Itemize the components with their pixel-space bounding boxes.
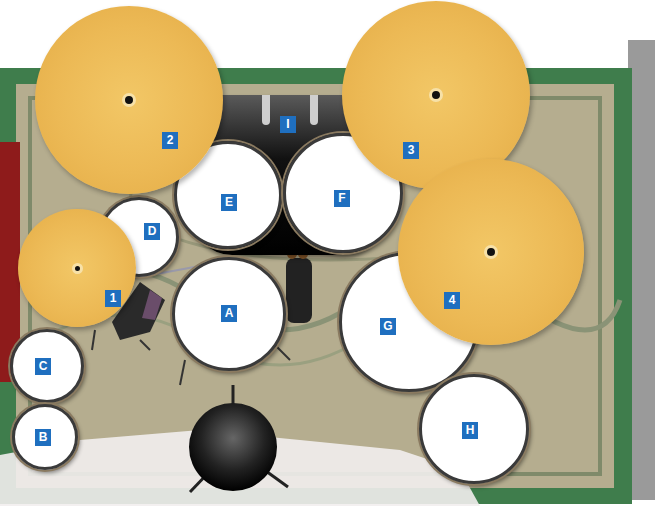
callout-letter: A — [221, 305, 237, 322]
kick-pedal — [286, 249, 312, 323]
callout-letter: I — [280, 116, 296, 133]
cymbal-bell — [122, 93, 136, 107]
cymbal-bell — [484, 245, 498, 259]
cymbal-bell — [429, 88, 443, 102]
tom-mount — [310, 95, 318, 125]
callout-letter: E — [221, 194, 237, 211]
drum-circle: A — [172, 257, 286, 371]
callout-letter: F — [334, 190, 350, 207]
cymbal: 2 — [35, 6, 223, 194]
callout-letter: B — [35, 429, 51, 446]
callout-letter: 1 — [105, 290, 121, 307]
drum-circle: B — [12, 404, 78, 470]
callout-letter: H — [462, 422, 478, 439]
drum-stool — [189, 385, 288, 492]
callout-letter: 3 — [403, 142, 419, 159]
drum-circle: C — [10, 329, 84, 403]
shadow — [628, 40, 655, 500]
cymbal-bell — [72, 263, 83, 274]
callout-letter: G — [380, 318, 396, 335]
cymbal: 1 — [18, 209, 136, 327]
drum-circle: H — [419, 374, 529, 484]
callout-letter: D — [144, 223, 160, 240]
callout-letter: 4 — [444, 292, 460, 309]
callout-letter: 2 — [162, 132, 178, 149]
tom-mount — [262, 95, 270, 125]
callout-letter: C — [35, 358, 51, 375]
cymbal: 4 — [398, 159, 584, 345]
